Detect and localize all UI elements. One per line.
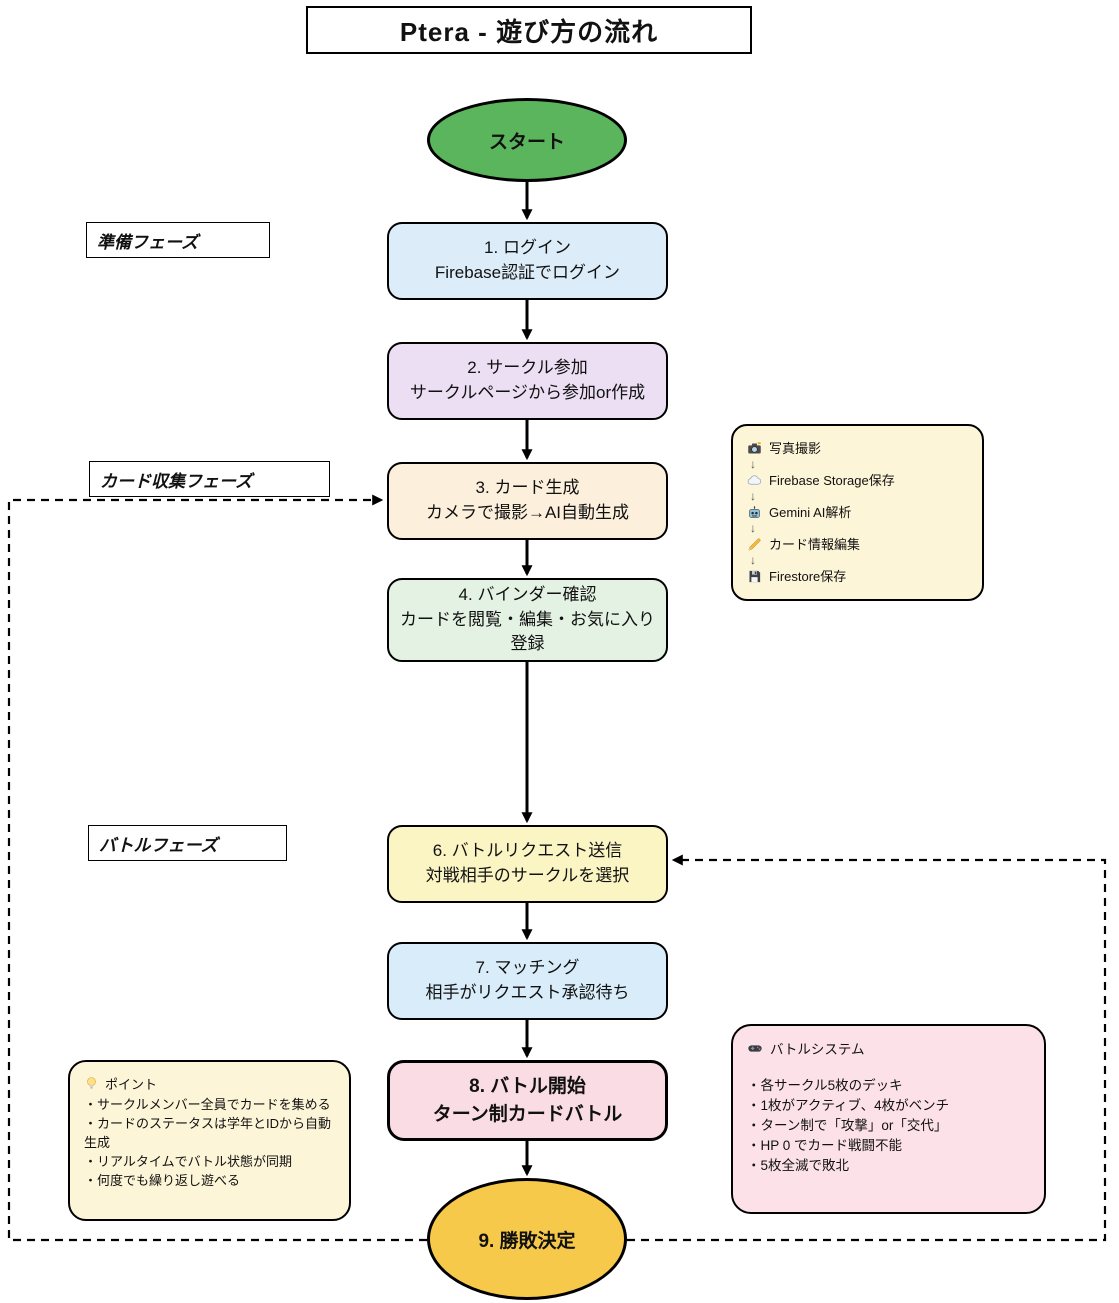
note-title-text: ポイント (105, 1077, 158, 1092)
flow-step-6-battle-request: 6. バトルリクエスト送信 対戦相手のサークルを選択 (387, 825, 668, 903)
list-item: ・何度でも繰り返し遊べる (84, 1173, 241, 1188)
cloud-icon (747, 473, 762, 488)
list-item: ・HP 0 でカード戦闘不能 (747, 1138, 903, 1153)
points-list: ・サークルメンバー全員でカードを集める ・カードのステータスは学年とIDから自動… (84, 1095, 335, 1190)
flow-step-1-login: 1. ログイン Firebase認証でログイン (387, 222, 668, 300)
diagram-title-text: Ptera - 遊び方の流れ (399, 16, 659, 47)
step-subtitle: カードを閲覧・編集・お気に入り登録 (400, 609, 655, 654)
phase-label-battle: バトルフェーズ (88, 825, 287, 861)
phase-label-text: バトルフェーズ (99, 835, 218, 855)
step-subtitle: 対戦相手のサークルを選択 (425, 866, 630, 885)
step-subtitle: サークルページから参加or作成 (409, 383, 646, 402)
list-item: ・カードのステータスは学年とIDから自動生成 (84, 1116, 332, 1150)
workflow-item: Firestore保存 (747, 568, 968, 585)
note-points-header: ポイント (84, 1074, 335, 1093)
list-item: ・5枚全滅で敗北 (747, 1158, 850, 1173)
down-arrow-icon: ↓ (750, 489, 756, 503)
step-title: 7. マッチング (475, 958, 580, 978)
step-subtitle: 相手がリクエスト承認待ち (425, 983, 630, 1002)
end-node-result: 9. 勝敗決定 (427, 1178, 627, 1300)
step-subtitle: Firebase認証でログイン (434, 263, 621, 282)
camera-icon (747, 441, 762, 456)
down-arrow-icon: ↓ (750, 521, 756, 535)
workflow-item-text: 写真撮影 (769, 441, 822, 456)
lightbulb-icon (84, 1076, 99, 1091)
floppy-disk-icon (747, 569, 762, 584)
end-node-label: 9. 勝敗決定 (478, 1230, 576, 1252)
note-battle-system: バトルシステム ・各サークル5枚のデッキ ・1枚がアクティブ、4枚がベンチ ・タ… (731, 1024, 1046, 1214)
battle-system-list: ・各サークル5枚のデッキ ・1枚がアクティブ、4枚がベンチ ・ターン制で「攻撃」… (747, 1076, 1030, 1176)
workflow-item: カード情報編集 (747, 536, 968, 553)
list-item: ・各サークル5枚のデッキ (747, 1078, 903, 1093)
list-item: ・ターン制で「攻撃」or「交代」 (747, 1118, 948, 1133)
workflow-item-text: Firebase Storage保存 (769, 473, 895, 488)
step-title: 3. カード生成 (475, 478, 580, 498)
list-item: ・1枚がアクティブ、4枚がベンチ (747, 1098, 950, 1113)
flow-step-7-matching: 7. マッチング 相手がリクエスト承認待ち (387, 942, 668, 1020)
down-arrow-icon: ↓ (750, 553, 756, 567)
workflow-item: Gemini AI解析 (747, 504, 968, 521)
step-title: 2. サークル参加 (467, 358, 588, 378)
phase-label-text: 準備フェーズ (97, 232, 199, 252)
diagram-title: Ptera - 遊び方の流れ (306, 6, 752, 54)
flow-step-4-binder-check: 4. バインダー確認 カードを閲覧・編集・お気に入り登録 (387, 578, 668, 662)
start-node: スタート (427, 98, 627, 182)
step-title: 1. ログイン (484, 238, 571, 258)
workflow-item-text: Firestore保存 (769, 569, 847, 584)
phase-label-card-collection: カード収集フェーズ (89, 461, 330, 497)
step-title: 8. バトル開始 (469, 1075, 586, 1097)
phase-label-text: カード収集フェーズ (100, 471, 253, 491)
note-points: ポイント ・サークルメンバー全員でカードを集める ・カードのステータスは学年とI… (68, 1060, 351, 1221)
note-title-text: バトルシステム (770, 1042, 865, 1057)
step-title: 4. バインダー確認 (458, 585, 597, 605)
flow-step-3-card-generation: 3. カード生成 カメラで撮影→AI自動生成 (387, 462, 668, 540)
step-subtitle: カメラで撮影→AI自動生成 (425, 503, 630, 522)
flow-step-8-battle-start: 8. バトル開始 ターン制カードバトル (387, 1060, 668, 1141)
workflow-item-text: カード情報編集 (769, 537, 861, 552)
workflow-item: 写真撮影 (747, 440, 968, 457)
step-subtitle: ターン制カードバトル (432, 1103, 623, 1125)
start-node-label: スタート (488, 131, 565, 153)
list-item: ・サークルメンバー全員でカードを集める (84, 1097, 331, 1112)
phase-label-preparation: 準備フェーズ (86, 222, 270, 258)
note-card-workflow: 写真撮影 ↓ Firebase Storage保存 ↓ Gemini AI解析 … (731, 424, 984, 601)
workflow-item-text: Gemini AI解析 (769, 505, 852, 520)
list-item: ・リアルタイムでバトル状態が同期 (84, 1154, 293, 1169)
note-battle-header: バトルシステム (747, 1038, 1030, 1058)
down-arrow-icon: ↓ (750, 457, 756, 471)
pencil-icon (747, 537, 762, 552)
workflow-item: Firebase Storage保存 (747, 472, 968, 489)
robot-icon (747, 505, 762, 520)
step-title: 6. バトルリクエスト送信 (432, 841, 623, 861)
flow-step-2-circle-join: 2. サークル参加 サークルページから参加or作成 (387, 342, 668, 420)
gamepad-icon (747, 1040, 763, 1056)
